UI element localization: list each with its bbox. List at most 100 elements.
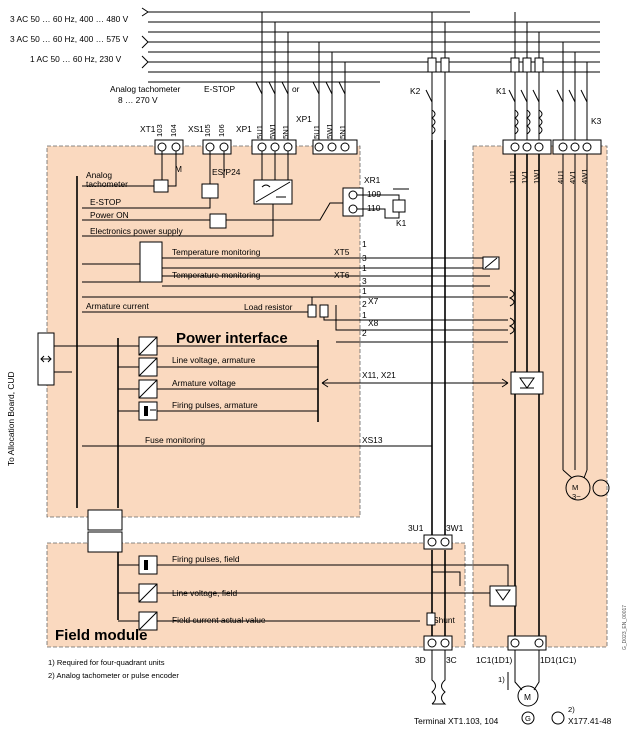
xs1-label: XS1 [188, 124, 204, 134]
xt1-label: XT1 [140, 124, 156, 134]
pin-5: 1 [362, 286, 367, 296]
temp-lines [82, 257, 490, 287]
field-current: Field current actual value [172, 615, 266, 625]
load-resistor-label: Load resistor [244, 302, 293, 312]
supply-label-3: 1 AC 50 … 60 Hz, 230 V [30, 54, 122, 64]
terminal-xt1-103: Terminal XT1.103, 104 [414, 716, 499, 726]
t110: 110 [367, 203, 381, 213]
footnote-mark-1: 1) [498, 675, 505, 684]
es-p24-box [201, 183, 219, 199]
shunt-resistor [426, 612, 436, 626]
terminal-blocks-top [154, 139, 602, 217]
footnote-2: 2) Analog tachometer or pulse encoder [48, 671, 179, 680]
interface-box-1 [87, 509, 123, 531]
estop-wires [209, 151, 225, 184]
v4: 4V1 [568, 170, 577, 184]
field-bridge [489, 585, 517, 607]
cud-arrow [40, 345, 139, 373]
encoder-icon [551, 711, 565, 725]
k3-label: K3 [591, 116, 602, 126]
t103: 103 [155, 124, 164, 137]
terminal-1c1 [507, 635, 547, 651]
bus-drops [261, 12, 588, 140]
supply-label-1: 3 AC 50 … 60 Hz, 400 … 480 V [10, 14, 129, 24]
x11-arrow [321, 378, 509, 388]
switch-contacts [255, 81, 588, 103]
field-lines [157, 564, 509, 622]
relay-wires [357, 188, 409, 219]
t104: 104 [169, 124, 178, 137]
doc-id: G_D023_EN_00017 [622, 605, 628, 650]
pin-3: 1 [362, 263, 367, 273]
analog-tacho-top: Analog tachometer [110, 84, 181, 94]
thyristor-icon [519, 377, 535, 389]
u4: 4U1 [556, 170, 565, 184]
n5: 5N1 [281, 125, 290, 139]
k1-relay-label: K1 [396, 218, 407, 228]
k1-label: K1 [496, 86, 507, 96]
armature-voltage: Armature voltage [172, 378, 236, 388]
side-label: To Allocation Board, CUD [6, 372, 16, 467]
tacho-g: G [525, 714, 531, 723]
v1: 1V1 [520, 170, 529, 184]
tacho-wires [82, 151, 177, 187]
supply-buses [141, 7, 600, 83]
fuse-symbols [427, 57, 544, 73]
armature-bridge [510, 371, 544, 395]
field-module-region [46, 542, 466, 648]
firing-pulses-field: Firing pulses, field [172, 554, 240, 564]
t105: 105 [203, 124, 212, 137]
psu-wires [82, 151, 343, 237]
temp1-label: Temperature monitoring [172, 247, 261, 257]
armature-lines [514, 650, 540, 691]
tacho-box [153, 179, 169, 193]
pin-2: 3 [362, 253, 367, 263]
supply-label-2: 3 AC 50 … 60 Hz, 400 … 575 V [10, 34, 129, 44]
u5: 5U1 [255, 125, 264, 139]
pin-8: 2 [362, 328, 367, 338]
electronics-supply-label: Electronics power supply [90, 226, 183, 236]
x7-label: X7 [368, 296, 379, 306]
temp2-label: Temperature monitoring [172, 270, 261, 280]
x8-label: X8 [368, 318, 379, 328]
line-voltage-armature: Line voltage, armature [172, 355, 256, 365]
n5b: 5N1 [338, 125, 347, 139]
k2-coil-icon [431, 109, 436, 135]
psu-symbol [255, 181, 291, 203]
load-resistor-2 [319, 304, 329, 318]
logic-box [209, 213, 227, 229]
k1-coil-icon [514, 109, 543, 135]
xr1-label: XR1 [364, 175, 381, 185]
ac-motor-icon [562, 469, 610, 501]
armature-current-label: Armature current [86, 301, 150, 311]
field-converters [118, 555, 158, 631]
w4: 4W1 [580, 168, 589, 184]
u3: 3U1 [408, 523, 424, 533]
w5b: 5W1 [325, 123, 334, 139]
tacho-generator-icon [521, 711, 535, 725]
pin-4: 3 [362, 276, 367, 286]
t109: 109 [367, 189, 381, 199]
c1: 1C1(1D1) [476, 655, 513, 665]
relay-k1 [392, 199, 406, 213]
firing-pulses-armature: Firing pulses, armature [172, 400, 258, 410]
or-label: or [292, 84, 300, 94]
dc-motor-m: M [524, 692, 531, 702]
x11-x21-label: X11, X21 [362, 370, 396, 380]
pin-6: 2 [362, 299, 367, 309]
u1: 1U1 [508, 170, 517, 184]
load-resistor-1 [307, 304, 317, 318]
w1: 1W1 [532, 168, 541, 184]
power-wires [431, 140, 588, 636]
estop-line [82, 198, 211, 209]
field-winding-icon [431, 650, 447, 705]
field-module-title: Field module [55, 627, 148, 644]
fuse-monitoring: Fuse monitoring [145, 435, 205, 445]
interface-box-2 [87, 531, 123, 553]
shunt-label: Shunt [433, 615, 456, 625]
pin-1: 1 [362, 239, 367, 249]
power-section-region [472, 145, 608, 648]
footnote-mark-2: 2) [568, 705, 575, 714]
xp1a-label: XP1 [236, 124, 252, 134]
